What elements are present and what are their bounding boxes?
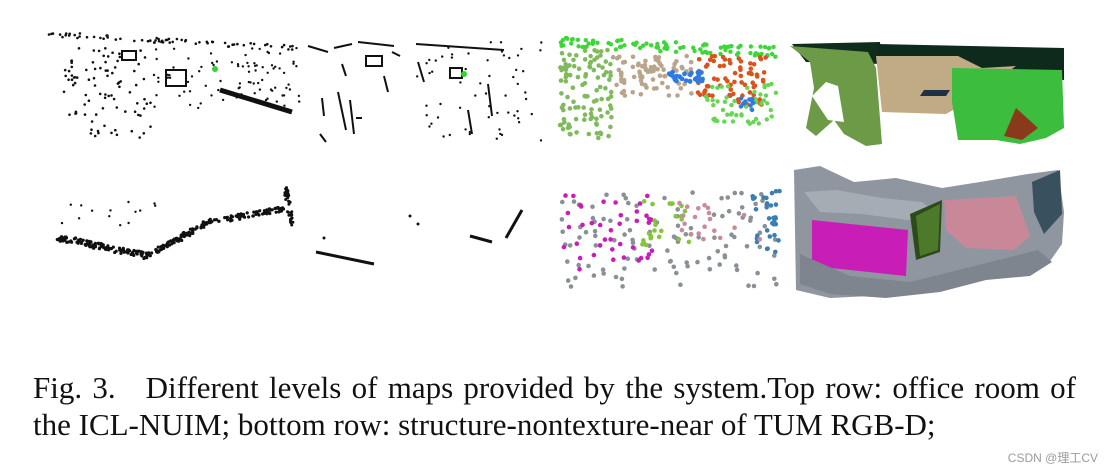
caption-text: Different levels of maps provided by the… <box>33 370 1076 442</box>
watermark: CSDN @理工CV <box>1007 451 1098 465</box>
bottom-point-line-map <box>408 209 524 244</box>
figure-caption: Fig. 3.Different levels of maps provided… <box>33 369 1076 443</box>
bottom-plane-mesh-map <box>790 164 1068 304</box>
top-line-map <box>307 41 401 143</box>
top-sparse-point-map <box>47 32 301 139</box>
top-plane-mesh-map <box>790 42 1064 146</box>
bottom-sparse-point-map <box>55 186 295 261</box>
top-point-line-map <box>415 41 543 142</box>
top-plane-point-map <box>557 36 779 141</box>
bottom-plane-point-map <box>559 188 782 289</box>
figure-label: Fig. 3. <box>33 370 116 405</box>
bottom-line-map <box>315 236 375 266</box>
